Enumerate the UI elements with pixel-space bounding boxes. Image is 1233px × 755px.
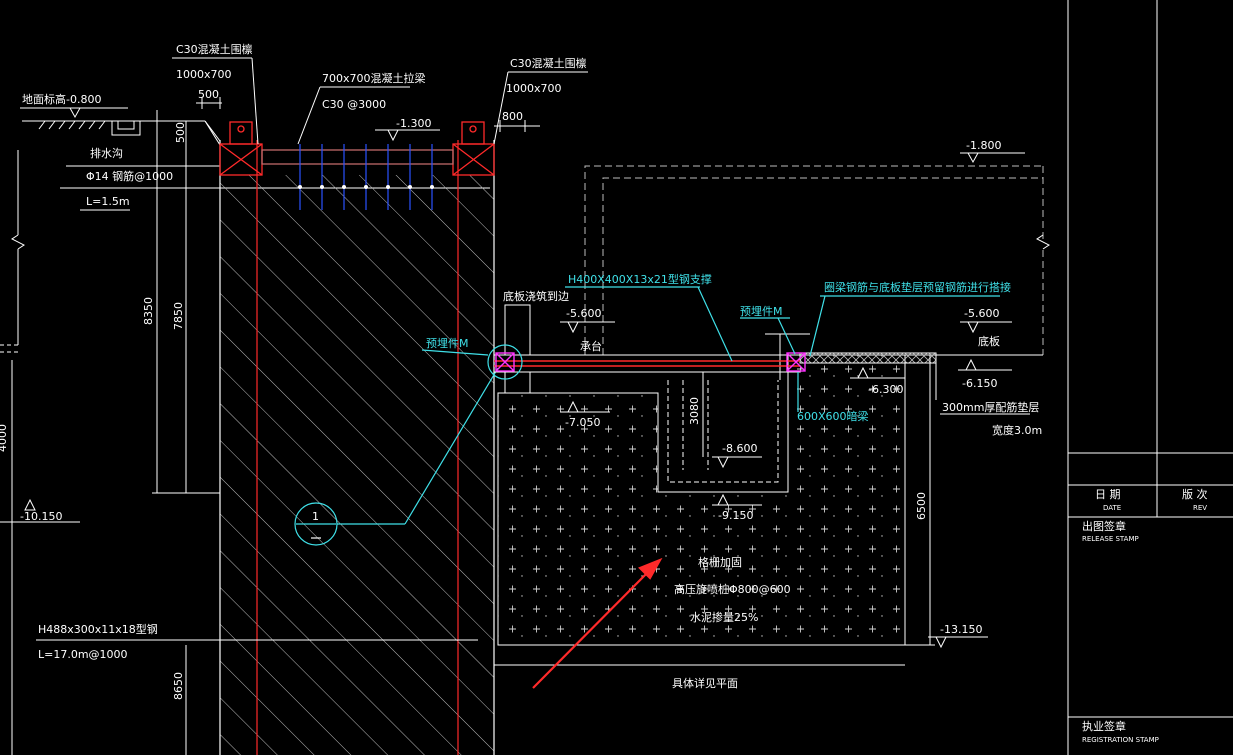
embed-right-label: 预埋件M xyxy=(740,305,783,318)
elev-1800-label: -1.800 xyxy=(966,139,1001,152)
release-stamp-label: 出图签章 xyxy=(1082,519,1126,533)
wall-beam-left-size: 1000x700 xyxy=(176,68,232,81)
embed-callout xyxy=(421,286,1000,412)
elev-10150-label: -10.150 xyxy=(20,510,62,523)
left-edge-fragment xyxy=(0,150,80,755)
elev-1300-label: -1.300 xyxy=(396,117,431,130)
wall-beam-right-size: 1000x700 xyxy=(506,82,562,95)
release-stamp-label-en: RELEASE STAMP xyxy=(1082,535,1139,543)
date-label: 日 期 xyxy=(1095,488,1121,501)
width-label: 宽度3.0m xyxy=(992,423,1042,437)
title-block xyxy=(1067,0,1233,755)
rebar-label: Φ14 钢筋@1000 xyxy=(86,169,173,183)
elev-1800-marker xyxy=(960,152,1025,164)
grid-reinforcement-label: 格栅加固 xyxy=(698,555,742,569)
beam-600-label: 600X600暗梁 xyxy=(797,409,869,423)
rebar-length-label: L=1.5m xyxy=(86,195,130,208)
elev-ground-label: 地面标高-0.800 xyxy=(22,92,101,106)
slab-pour-label: 底板浇筑到边 xyxy=(503,289,569,303)
detail-number: 1 xyxy=(312,510,319,523)
tie-beam-rebars xyxy=(299,144,433,210)
cement-label: 水泥掺量25% xyxy=(690,610,758,624)
dim-4000-label: 4000 xyxy=(0,424,9,452)
date-label-en: DATE xyxy=(1103,504,1121,512)
cushion-label: 300mm厚配筋垫层 xyxy=(942,400,1039,414)
pile-cap-label: 承台 xyxy=(580,339,602,353)
see-plan-label: 具体详见平面 xyxy=(672,676,738,690)
dim-8350-label: 8350 xyxy=(142,297,155,325)
dim-800-label: 800 xyxy=(502,110,523,123)
slab-lines xyxy=(494,304,1043,400)
wall-beam-left-label: C30混凝土围檩 xyxy=(176,42,253,56)
embed-left-label: 预埋件M xyxy=(426,337,469,350)
retaining-wall xyxy=(219,140,495,755)
jet-pile-label: 高压旋喷桩Φ800@600 xyxy=(674,582,791,596)
vertical-dimensions xyxy=(152,110,220,755)
dim-500-side-label: 500 xyxy=(174,122,187,143)
elev-5600-right-label: -5.600 xyxy=(964,307,999,320)
h-steel-label: H488x300x11x18型钢 xyxy=(38,622,158,636)
slab-label: 底板 xyxy=(978,334,1000,348)
dim-8650-label: 8650 xyxy=(172,672,185,700)
elevation-markers xyxy=(560,321,1030,649)
elev-13150-label: -13.150 xyxy=(940,623,982,636)
rev-label: 版 次 xyxy=(1182,487,1208,501)
elev-8600-label: -8.600 xyxy=(722,442,757,455)
annotation-arrow xyxy=(532,557,663,689)
elev-6150-label: -6.150 xyxy=(962,377,997,390)
tie-beam-label: 700x700混凝土拉梁 xyxy=(322,71,426,85)
drain-label: 排水沟 xyxy=(90,146,123,160)
steel-brace-label: H400X400X13x21型钢支撑 xyxy=(568,272,712,286)
registration-stamp-label-en: REGISTRATION STAMP xyxy=(1082,736,1159,744)
pile-cap-pit xyxy=(657,380,789,493)
break-mark xyxy=(1036,234,1050,250)
rev-label-en: REV xyxy=(1193,504,1207,512)
dim-3080-label: 3080 xyxy=(688,397,701,425)
tie-beam-rebar-dots xyxy=(298,185,434,189)
steel-brace xyxy=(494,360,800,367)
grouting-zone xyxy=(497,354,906,646)
ring-beam-note: 圈梁钢筋与底板垫层预留钢筋进行搭接 xyxy=(824,280,1011,294)
registration-stamp-label: 执业签章 xyxy=(1082,719,1126,733)
dim-7850-label: 7850 xyxy=(172,302,185,330)
wall-beam-right-label: C30混凝土围檩 xyxy=(510,56,587,70)
top-leaders xyxy=(172,57,588,145)
elev-9150-label: -9.150 xyxy=(718,509,753,522)
h-steel-length-label: L=17.0m@1000 xyxy=(38,648,128,661)
elev-5600-left-label: -5.600 xyxy=(566,307,601,320)
existing-structure-outline xyxy=(584,165,1044,355)
tie-beam-spacing-label: C30 @3000 xyxy=(322,98,386,111)
elev-6300-label: -6.300 xyxy=(868,383,903,396)
dim-6500-label: 6500 xyxy=(915,492,928,520)
embed-plates xyxy=(495,352,806,372)
crown-beams xyxy=(219,121,495,176)
elev-7050-label: -7.050 xyxy=(565,416,600,429)
detail-bubble xyxy=(294,367,499,546)
dim-500-label: 500 xyxy=(198,88,219,101)
